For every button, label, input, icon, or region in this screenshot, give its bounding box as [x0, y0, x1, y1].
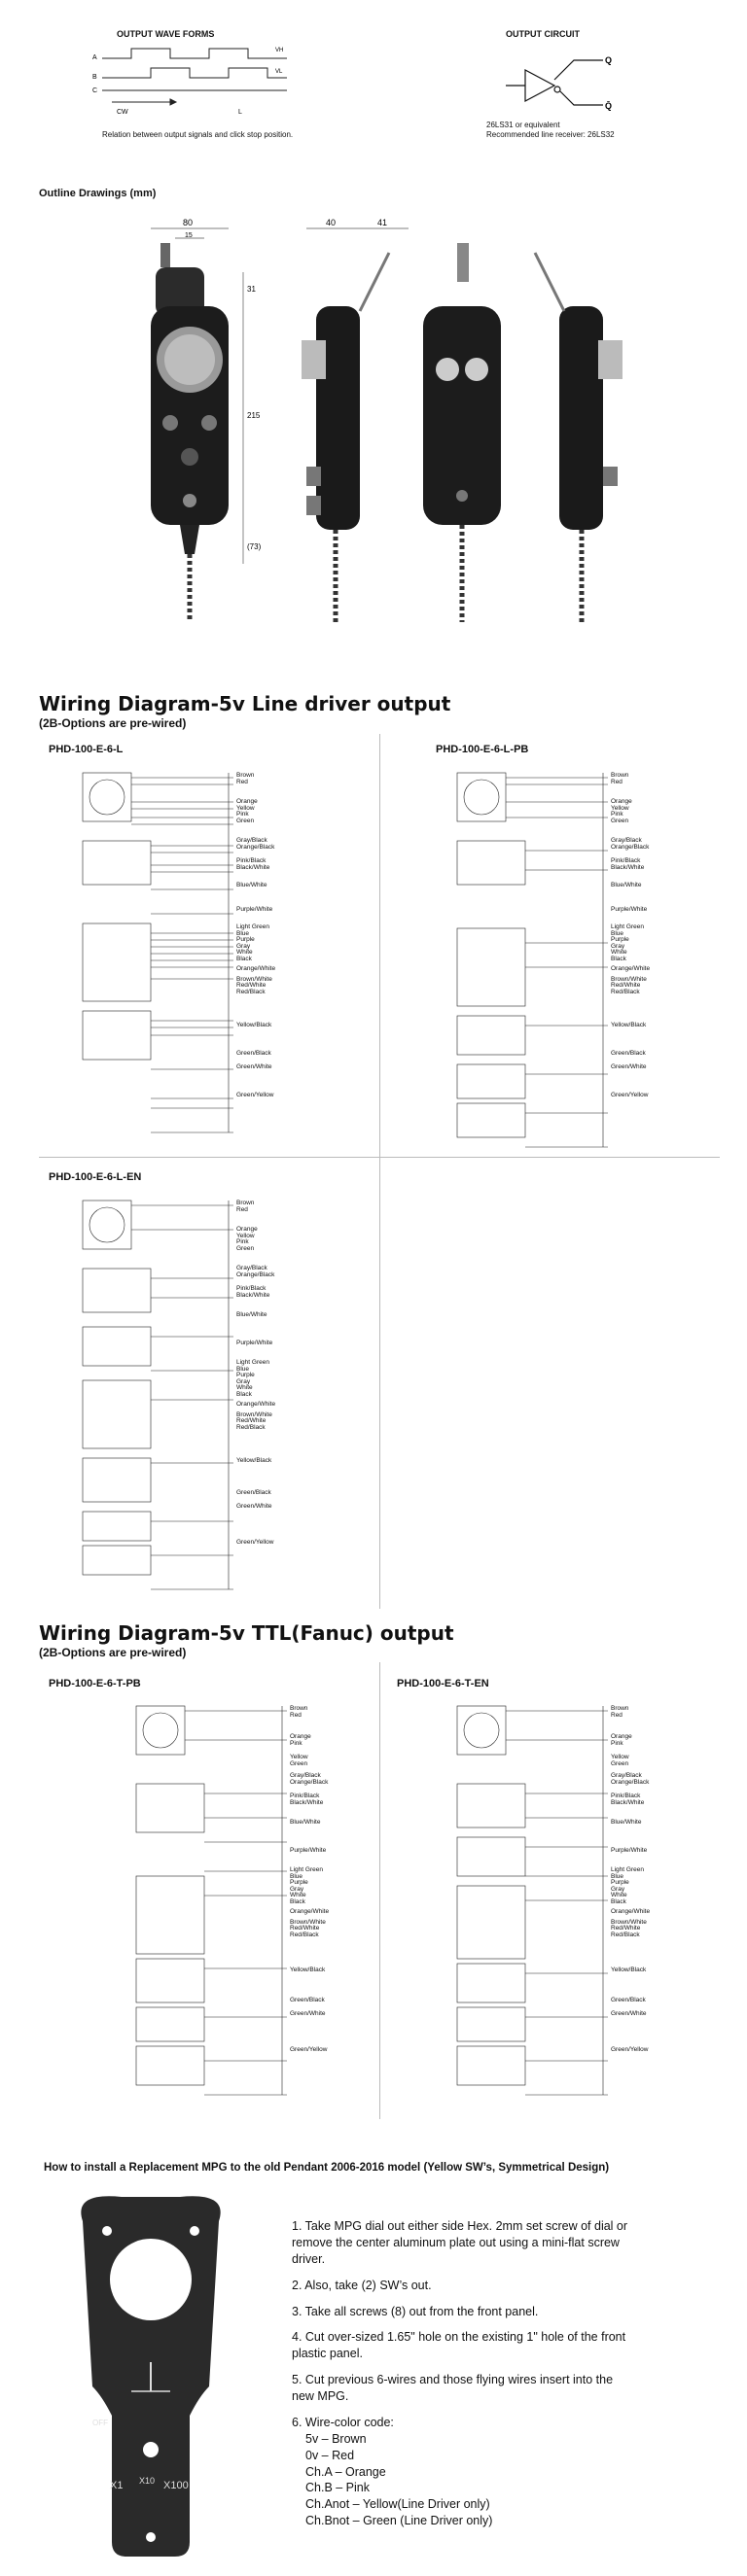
pendant-side-view-left	[302, 252, 391, 622]
wave-label-c: C	[92, 87, 97, 94]
model-ld-2: PHD-100-E-6-L-PB	[436, 744, 529, 755]
wave-label-l: L	[238, 109, 242, 116]
ttl-title: Wiring Diagram-5v TTL(Fanuc) output	[39, 1621, 454, 1645]
outline-drawings: 80 15 31 215 (73) 40 41	[151, 218, 622, 622]
panel-label-x10: X10	[139, 2476, 155, 2486]
model-ttl-2: PHD-100-E-6-T-EN	[397, 1678, 489, 1689]
model-ld-3: PHD-100-E-6-L-EN	[49, 1171, 142, 1183]
color-code-1: 5v – Brown	[305, 2431, 367, 2446]
front-panel-image: OFF X1 X10 X100	[81, 2196, 221, 2557]
install-title: How to install a Replacement MPG to the …	[44, 2162, 610, 2174]
dim-215: 215	[247, 411, 261, 420]
wave-label-vh: VH	[275, 48, 283, 53]
color-code-4: Ch.B – Pink	[305, 2481, 371, 2495]
dim-40: 40	[326, 218, 336, 227]
color-code-3: Ch.A – Orange	[305, 2464, 386, 2479]
model-ld-1: PHD-100-E-6-L	[49, 744, 124, 755]
install-step-5: 5. Cut previous 6-wires and those flying…	[292, 2373, 614, 2403]
install-step-2: 2. Also, take (2) SW’s out.	[292, 2278, 432, 2292]
circuit-line2: Recommended line receiver: 26LS32	[486, 130, 615, 139]
circuit-q: Q	[605, 55, 612, 65]
wave-label-b: B	[92, 74, 97, 81]
install-step-4: 4. Cut over-sized 1.65" hole on the exis…	[292, 2330, 626, 2361]
wave-label-vl: VL	[275, 69, 283, 75]
color-code-6: Ch.Bnot – Green (Line Driver only)	[305, 2514, 493, 2528]
pendant-front-view	[151, 243, 229, 622]
panel-label-off: OFF	[92, 2419, 108, 2427]
outline-title: Outline Drawings (mm)	[39, 188, 157, 199]
waveforms-title: OUTPUT WAVE FORMS	[117, 29, 215, 39]
color-code-5: Ch.Anot – Yellow(Line Driver only)	[305, 2497, 490, 2512]
install-step-3: 3. Take all screws (8) out from the fron…	[292, 2304, 539, 2318]
model-ttl-1: PHD-100-E-6-T-PB	[49, 1678, 141, 1689]
ttl-subtitle: (2B-Options are pre-wired)	[39, 1646, 187, 1659]
circuit-qbar: Q̄	[605, 101, 612, 111]
wave-label-a: A	[92, 54, 97, 61]
dim-80: 80	[183, 218, 193, 227]
waveforms-caption: Relation between output signals and clic…	[102, 130, 294, 139]
pendant-back-view	[423, 243, 501, 622]
circuit-title: OUTPUT CIRCUIT	[506, 29, 580, 39]
wave-label-cw: CW	[117, 109, 128, 116]
color-code-2: 0v – Red	[305, 2448, 355, 2462]
install-step-1: 1. Take MPG dial out either side Hex. 2m…	[292, 2219, 628, 2266]
panel-label-x1: X1	[110, 2480, 123, 2491]
install-steps: 1. Take MPG dial out either side Hex. 2m…	[292, 2218, 632, 2529]
output-circuit-diagram: Q Q̄	[506, 55, 612, 111]
waveform-diagram: A B C VH VL CW L	[92, 48, 287, 116]
dim-31: 31	[247, 285, 256, 294]
line-driver-title: Wiring Diagram-5v Line driver output	[39, 692, 451, 715]
panel-label-x100: X100	[163, 2480, 189, 2491]
dim-41: 41	[377, 218, 387, 227]
circuit-line1: 26LS31 or equivalent	[486, 121, 560, 129]
pendant-side-view-right	[533, 252, 622, 622]
dim-73: (73)	[247, 542, 262, 551]
line-driver-subtitle: (2B-Options are pre-wired)	[39, 716, 187, 730]
color-code-title: 6. Wire-color code:	[292, 2415, 394, 2429]
dim-15: 15	[185, 232, 193, 239]
